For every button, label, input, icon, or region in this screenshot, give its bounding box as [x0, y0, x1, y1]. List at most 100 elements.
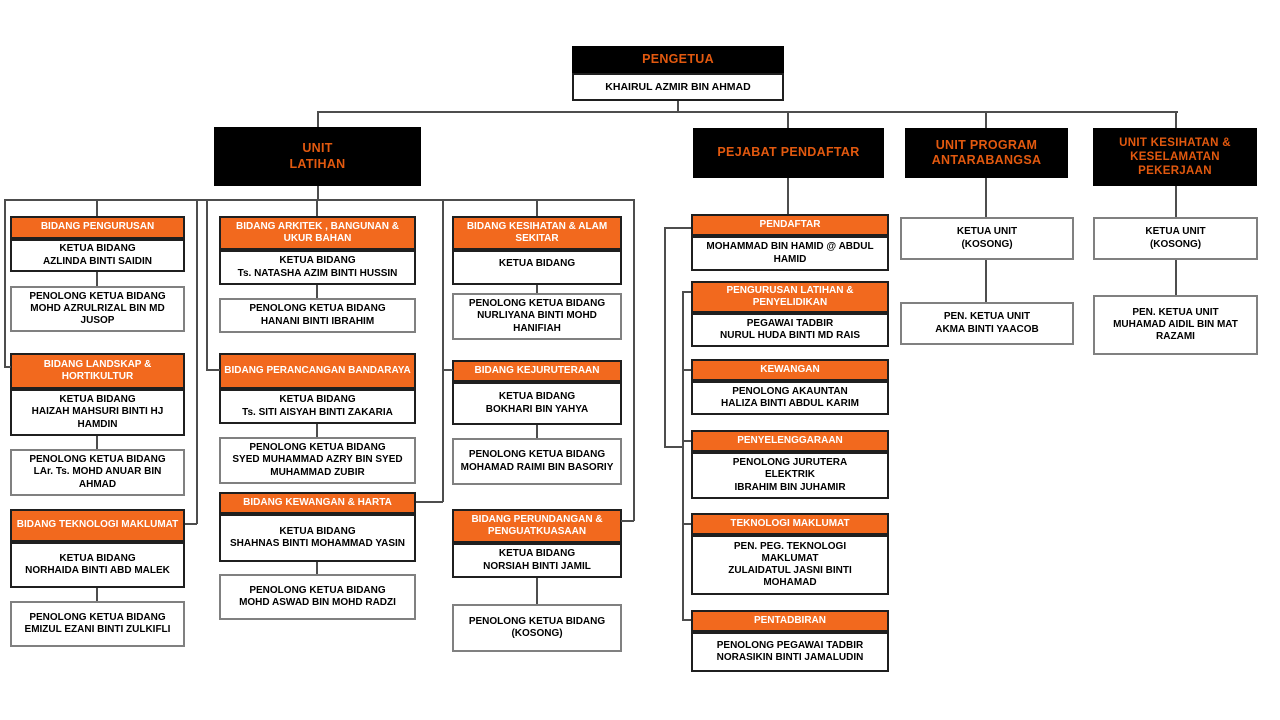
role-label: KETUA BIDANG — [279, 394, 356, 406]
role-label: PENOLONG KETUA BIDANG — [249, 584, 386, 596]
connector-line — [196, 201, 198, 524]
connector-line — [416, 501, 443, 503]
kesihatan-ketua-unit: KETUA UNIT (KOSONG) — [1093, 217, 1258, 260]
person-name: NORHAIDA BINTI ABD MALEK — [25, 565, 170, 576]
role-label: PENOLONG KETUA BIDANG — [29, 611, 166, 623]
teknologi-maklumat-header: TEKNOLOGI MAKLUMAT — [691, 513, 889, 535]
connector-line — [787, 178, 789, 214]
bidang-teknologi-maklumat-ketua: KETUA BIDANG NORHAIDA BINTI ABD MALEK — [10, 542, 185, 588]
bidang-kewangan-penolong: PENOLONG KETUA BIDANG MOHD ASWAD BIN MOH… — [219, 574, 416, 620]
person-name: Ts. NATASHA AZIM BINTI HUSSIN — [237, 267, 398, 279]
connector-line — [317, 186, 319, 201]
role-label: KETUA BIDANG — [498, 258, 576, 269]
role-label: KETUA BIDANG — [498, 548, 576, 560]
connector-line — [317, 111, 1178, 113]
role-label: PENOLONG KETUA BIDANG — [249, 303, 386, 315]
connector-line — [682, 369, 691, 371]
bidang-pengurusan-ketua: KETUA BIDANG AZLINDA BINTI SAIDIN — [10, 239, 185, 272]
connector-line — [4, 366, 11, 368]
pentadbiran-staff: PENOLONG PEGAWAI TADBIR NORASIKIN BINTI … — [691, 632, 889, 672]
connector-line — [664, 227, 691, 229]
role-label: PENOLONG KETUA BIDANG — [249, 442, 386, 454]
person-name: NORSIAH BINTI JAMIL — [483, 560, 591, 572]
role-label: PEN. KETUA UNIT — [1132, 306, 1219, 318]
connector-line — [206, 201, 208, 370]
person-name: HAIZAH MAHSURI BINTI HJ HAMDIN — [31, 406, 164, 430]
bidang-kejuruteraan-ketua: KETUA BIDANG BOKHARI BIN YAHYA — [452, 382, 622, 425]
connector-line — [633, 201, 635, 521]
role-label: KETUA BIDANG — [498, 391, 576, 403]
connector-line — [1175, 260, 1177, 295]
bidang-kejuruteraan-header: BIDANG KEJURUTERAAN — [452, 360, 622, 382]
bidang-pengurusan-penolong: PENOLONG KETUA BIDANG MOHD AZRULRIZAL BI… — [10, 286, 185, 332]
penyelenggaraan-header: PENYELENGGARAAN — [691, 430, 889, 452]
person-name: NURUL HUDA BINTI MD RAIS — [720, 330, 860, 341]
role-label: PENOLONG AKAUNTAN — [732, 385, 848, 397]
role-label: PENOLONG KETUA BIDANG — [29, 290, 166, 302]
connector-line — [316, 562, 318, 574]
connector-line — [96, 272, 98, 286]
connector-line — [682, 619, 691, 621]
penyelenggaraan-staff: PENOLONG JURUTERA ELEKTRIK IBRAHIM BIN J… — [691, 452, 889, 499]
person-name: MOHD ASWAD BIN MOHD RADZI — [239, 597, 396, 608]
person-name: SHAHNAS BINTI MOHAMMAD YASIN — [229, 538, 405, 549]
role-label: PENOLONG KETUA BIDANG — [468, 298, 606, 310]
pengetua-name: KHAIRUL AZMIR BIN AHMAD — [572, 73, 784, 101]
role-label: KETUA UNIT — [1145, 226, 1206, 238]
person-name: AZLINDA BINTI SAIDIN — [42, 255, 153, 267]
role-label: PENOLONG KETUA BIDANG — [468, 449, 606, 461]
connector-line — [317, 113, 319, 127]
bidang-kesihatan-header: BIDANG KESIHATAN & ALAM SEKITAR — [452, 216, 622, 250]
bidang-perancangan-header: BIDANG PERANCANGAN BANDARAYA — [219, 353, 416, 389]
connector-line — [4, 201, 6, 367]
connector-line — [1175, 186, 1177, 217]
connector-line — [4, 199, 635, 201]
person-name: (KOSONG) — [511, 628, 563, 639]
person-name: NORASIKIN BINTI JAMALUDIN — [716, 652, 864, 663]
connector-line — [682, 291, 684, 621]
connector-line — [1175, 113, 1177, 128]
connector-line — [682, 440, 691, 442]
role-label: PENOLONG KETUA BIDANG — [29, 454, 166, 466]
person-name: EMIZUL EZANI BINTI ZULKIFLI — [24, 624, 171, 635]
bidang-pengurusan-header: BIDANG PENGURUSAN — [10, 216, 185, 239]
role-label: PENOLONG KETUA BIDANG — [468, 615, 606, 627]
role-label: KETUA BIDANG — [279, 525, 356, 537]
connector-line — [442, 201, 444, 502]
person-name: HANANI BINTI IBRAHIM — [260, 315, 375, 327]
bidang-arkitek-ketua: KETUA BIDANG Ts. NATASHA AZIM BINTI HUSS… — [219, 250, 416, 285]
teknologi-maklumat-staff: PEN. PEG. TEKNOLOGI MAKLUMAT ZULAIDATUL … — [691, 535, 889, 595]
connector-line — [985, 260, 987, 302]
bidang-kesihatan-penolong: PENOLONG KETUA BIDANG NURLIYANA BINTI MO… — [452, 293, 622, 340]
person-name: MOHD AZRULRIZAL BIN MD JUSOP — [30, 302, 165, 327]
connector-line — [985, 113, 987, 128]
pengetua-header: PENGETUA — [572, 46, 784, 73]
role-label: PEN. KETUA UNIT — [943, 311, 1031, 323]
bidang-perancangan-penolong: PENOLONG KETUA BIDANG SYED MUHAMMAD AZRY… — [219, 437, 416, 484]
connector-line — [536, 201, 538, 216]
person-name: SYED MUHAMMAD AZRY BIN SYED MUHAMMAD ZUB… — [232, 454, 403, 478]
connector-line — [682, 523, 691, 525]
person-name: IBRAHIM BIN JUHAMIR — [734, 481, 846, 493]
connector-line — [96, 436, 98, 449]
person-name: Ts. SITI AISYAH BINTI ZAKARIA — [242, 406, 393, 418]
kewangan-header: KEWANGAN — [691, 359, 889, 381]
connector-line — [316, 285, 318, 298]
connector-line — [985, 178, 987, 217]
bidang-landskap-penolong: PENOLONG KETUA BIDANG LAr. Ts. MOHD ANUA… — [10, 449, 185, 496]
connector-line — [664, 446, 683, 448]
connector-line — [96, 201, 98, 216]
person-name: MOHAMAD RAIMI BIN BASORIY — [460, 461, 614, 473]
person-name: HALIZA BINTI ABDUL KARIM — [721, 398, 859, 409]
person-name: (KOSONG) — [1149, 238, 1202, 250]
connector-line — [682, 291, 691, 293]
pendaftar-name: MOHAMMAD BIN HAMID @ ABDUL HAMID — [691, 236, 889, 271]
bidang-perundangan-header: BIDANG PERUNDANGAN & PENGUATKUASAAN — [452, 509, 622, 543]
bidang-kewangan-header: BIDANG KEWANGAN & HARTA — [219, 492, 416, 514]
connector-line — [536, 425, 538, 438]
connector-line — [316, 201, 318, 216]
person-name: LAr. Ts. MOHD ANUAR BIN AHMAD — [33, 466, 162, 490]
unit-latihan-box: UNIT LATIHAN — [214, 127, 421, 186]
pejabat-pendaftar-box: PEJABAT PENDAFTAR — [693, 128, 884, 178]
